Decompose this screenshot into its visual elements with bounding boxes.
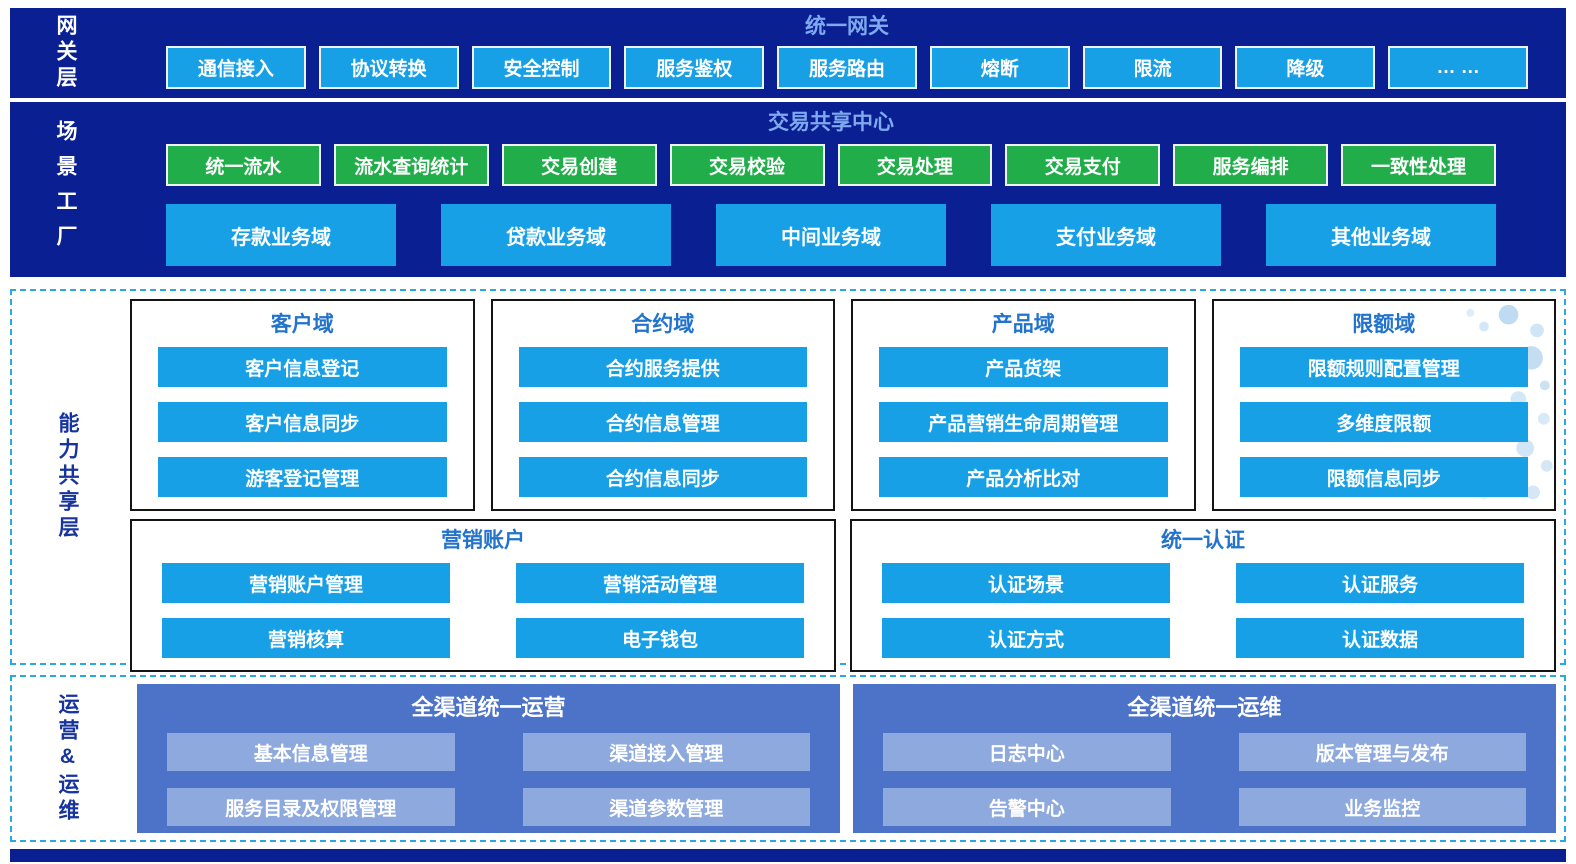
business-domain-block: 支付业务域 <box>991 204 1221 266</box>
capability-block: 产品营销生命周期管理 <box>879 402 1168 442</box>
transaction-service-block: 一致性处理 <box>1341 144 1496 186</box>
capability-row-2: 营销账户 营销账户管理 营销活动管理 营销核算 电子钱包 统一认证 认证场景 认… <box>130 519 1556 672</box>
business-domain-row: 存款业务域 贷款业务域 中间业务域 支付业务域 其他业务域 <box>166 204 1496 266</box>
capability-block: 营销账户管理 <box>162 563 450 603</box>
gateway-body: 统一网关 通信接入 协议转换 安全控制 服务鉴权 服务路由 熔断 限流 降级 …… <box>120 8 1566 98</box>
capability-group-product: 产品域 产品货架 产品营销生命周期管理 产品分析比对 <box>851 299 1196 511</box>
capability-block: 产品分析比对 <box>879 457 1168 497</box>
operations-body: 全渠道统一运营 基本信息管理 渠道接入管理 服务目录及权限管理 渠道参数管理 全… <box>122 677 1564 840</box>
transaction-service-block: 统一流水 <box>166 144 321 186</box>
capability-block: 限额规则配置管理 <box>1239 347 1528 387</box>
gateway-row: 通信接入 协议转换 安全控制 服务鉴权 服务路由 熔断 限流 降级 … … <box>166 46 1529 89</box>
business-domain-block: 贷款业务域 <box>441 204 671 266</box>
gateway-block: 安全控制 <box>471 46 612 89</box>
operations-block: 业务监控 <box>1238 788 1526 826</box>
capability-block: 认证数据 <box>1236 618 1524 658</box>
scenario-layer-label: 场景工厂 <box>54 119 77 260</box>
scenario-factory-band: 场景工厂 交易共享中心 统一流水 流水查询统计 交易创建 交易校验 交易处理 交… <box>10 102 1566 277</box>
capability-group-title: 限额域 <box>1352 313 1416 336</box>
capability-row-1: 客户域 客户信息登记 客户信息同步 游客登记管理 合约域 合约服务提供 合约信息… <box>130 299 1556 511</box>
gateway-title: 统一网关 <box>805 15 889 38</box>
transaction-service-block: 交易支付 <box>1005 144 1161 186</box>
gateway-block: 服务鉴权 <box>624 46 765 89</box>
capability-group-title: 统一认证 <box>1161 529 1245 552</box>
capability-group-title: 合约域 <box>631 313 695 336</box>
gateway-block: 限流 <box>1082 46 1223 89</box>
gateway-layer-label: 网关层 <box>54 14 77 92</box>
operations-block: 渠道参数管理 <box>522 788 810 826</box>
operations-layer-label: 运营&运维 <box>56 692 79 825</box>
capability-block: 游客登记管理 <box>158 457 447 497</box>
capability-group-marketing-account: 营销账户 营销账户管理 营销活动管理 营销核算 电子钱包 <box>130 519 836 672</box>
gateway-block: … … <box>1388 46 1529 89</box>
transaction-service-block: 交易处理 <box>837 144 993 186</box>
gateway-layer-band: 网关层 统一网关 通信接入 协议转换 安全控制 服务鉴权 服务路由 熔断 限流 … <box>10 8 1566 98</box>
gateway-block: 服务路由 <box>777 46 917 89</box>
business-domain-block: 中间业务域 <box>716 204 946 266</box>
capability-block: 营销核算 <box>162 618 450 658</box>
gateway-block: 通信接入 <box>166 46 306 89</box>
gateway-block: 熔断 <box>929 46 1070 89</box>
scenario-body: 交易共享中心 统一流水 流水查询统计 交易创建 交易校验 交易处理 交易支付 服… <box>120 102 1566 277</box>
transaction-center-title: 交易共享中心 <box>768 111 894 134</box>
transaction-service-block: 服务编排 <box>1173 144 1329 186</box>
capability-block: 客户信息同步 <box>158 402 447 442</box>
capability-layer-label: 能力共享层 <box>56 412 79 542</box>
capability-block: 认证服务 <box>1236 563 1524 603</box>
operations-group-title: 全渠道统一运维 <box>1127 695 1282 720</box>
operations-block: 服务目录及权限管理 <box>167 788 455 826</box>
capability-block: 认证场景 <box>882 563 1170 603</box>
gateway-block: 降级 <box>1235 46 1376 89</box>
capability-block: 多维度限额 <box>1239 402 1528 442</box>
operations-group-title: 全渠道统一运营 <box>411 695 566 720</box>
footer-bar <box>10 849 1566 862</box>
capability-group-title: 客户域 <box>270 313 334 336</box>
capability-group-title: 产品域 <box>991 313 1055 336</box>
operations-group-unified-operation: 全渠道统一运营 基本信息管理 渠道接入管理 服务目录及权限管理 渠道参数管理 <box>137 684 840 833</box>
operations-block: 日志中心 <box>883 733 1171 771</box>
capability-group-customer: 客户域 客户信息登记 客户信息同步 游客登记管理 <box>130 299 475 511</box>
capability-block: 合约信息同步 <box>518 457 807 497</box>
capability-block: 限额信息同步 <box>1239 457 1528 497</box>
business-domain-block: 其他业务域 <box>1266 204 1496 266</box>
capability-group-unified-auth: 统一认证 认证场景 认证服务 认证方式 认证数据 <box>850 519 1556 672</box>
capability-block: 合约服务提供 <box>518 347 807 387</box>
capability-group-title: 营销账户 <box>441 529 525 552</box>
transaction-service-block: 交易校验 <box>669 144 825 186</box>
operations-block: 渠道接入管理 <box>522 733 810 771</box>
operations-block: 基本信息管理 <box>167 733 455 771</box>
transaction-service-block: 流水查询统计 <box>333 144 489 186</box>
capability-block: 客户信息登记 <box>158 347 447 387</box>
transaction-service-block: 交易创建 <box>501 144 657 186</box>
capability-sharing-band: 能力共享层 客户域 客户信息登记 客户信息同步 游客登记管理 合约域 合约服务提… <box>10 289 1566 672</box>
transaction-service-row: 统一流水 流水查询统计 交易创建 交易校验 交易处理 交易支付 服务编排 一致性… <box>166 144 1496 186</box>
capability-body: 客户域 客户信息登记 客户信息同步 游客登记管理 合约域 合约服务提供 合约信息… <box>122 291 1564 672</box>
operations-block: 版本管理与发布 <box>1238 733 1526 771</box>
operations-group-unified-maintenance: 全渠道统一运维 日志中心 版本管理与发布 告警中心 业务监控 <box>853 684 1556 833</box>
capability-group-contract: 合约域 合约服务提供 合约信息管理 合约信息同步 <box>490 299 835 511</box>
gateway-block: 协议转换 <box>318 46 459 89</box>
capability-block: 电子钱包 <box>516 618 804 658</box>
business-domain-block: 存款业务域 <box>166 204 396 266</box>
capability-block: 合约信息管理 <box>518 402 807 442</box>
capability-block: 产品货架 <box>879 347 1168 387</box>
operations-block: 告警中心 <box>883 788 1171 826</box>
capability-block: 认证方式 <box>882 618 1170 658</box>
operations-band: 运营&运维 全渠道统一运营 基本信息管理 渠道接入管理 服务目录及权限管理 渠道… <box>10 675 1566 842</box>
capability-group-quota: 限额域 限额规则配置管理 多维度限额 限额信息同步 <box>1211 299 1556 511</box>
capability-block: 营销活动管理 <box>516 563 804 603</box>
